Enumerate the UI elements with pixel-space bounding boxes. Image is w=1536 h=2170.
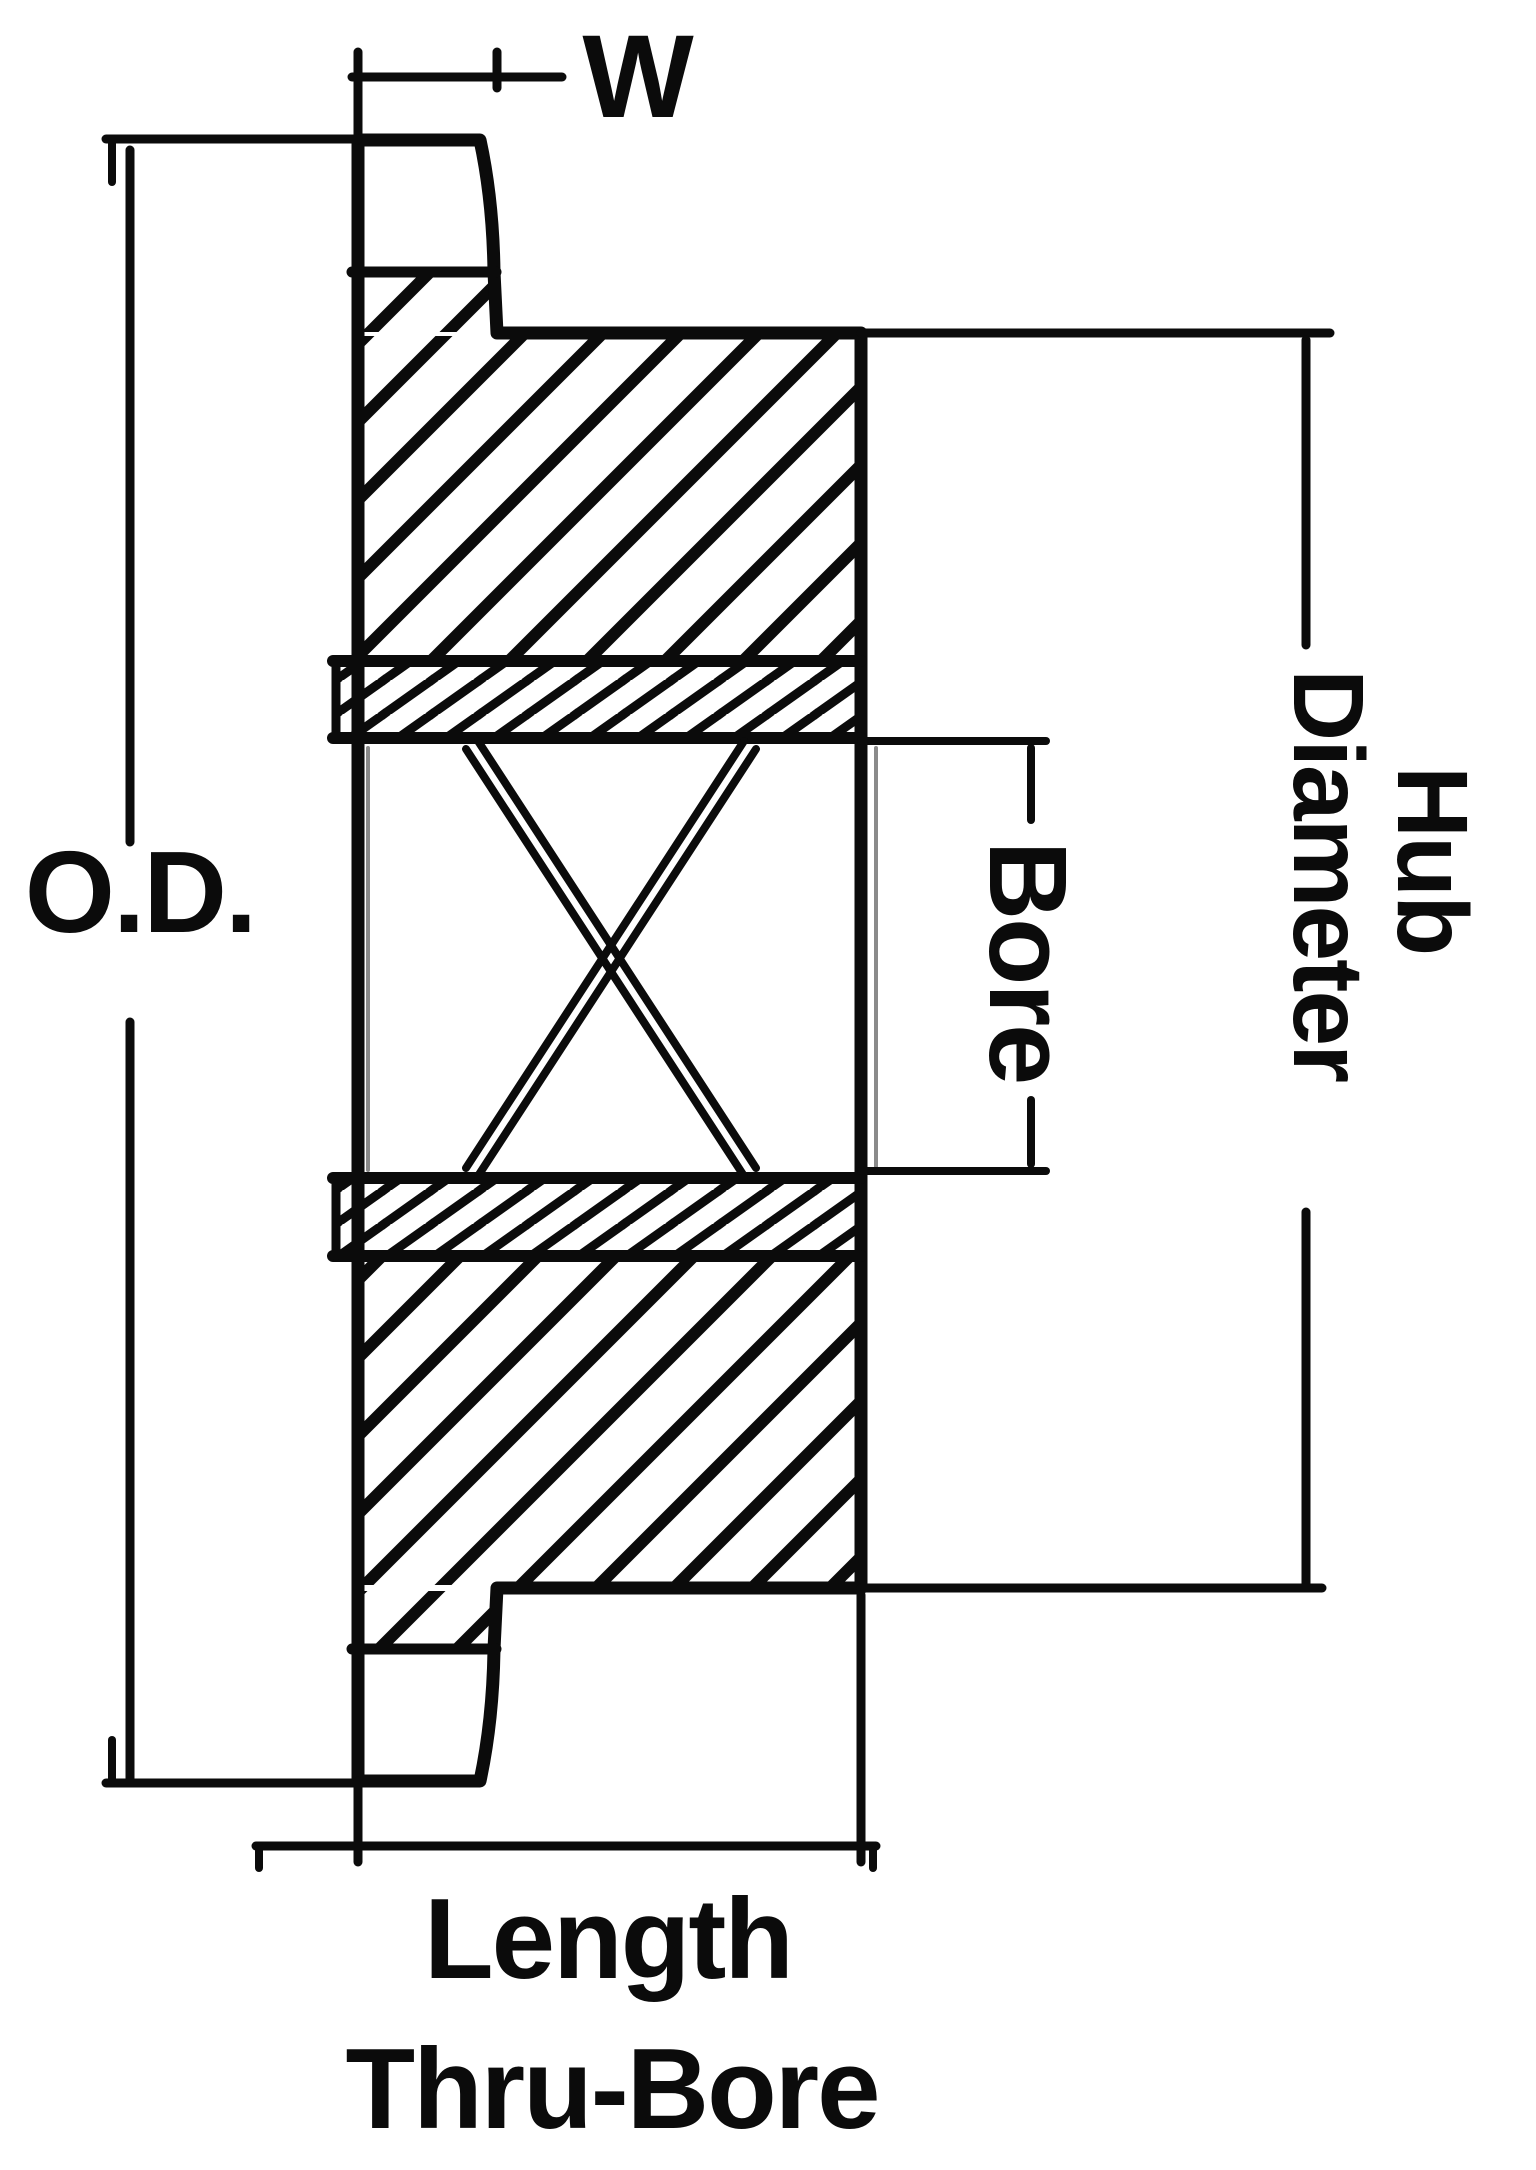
- hub-diameter-label-line2: Diameter: [1272, 669, 1384, 1082]
- w-dimension: [347, 47, 567, 145]
- length-thru-bore-label-line2: Thru-Bore: [346, 2026, 879, 2153]
- hub-diameter-label: Hub Diameter: [1272, 669, 1488, 1082]
- part-outline-group: [327, 133, 878, 1788]
- hatch-lower-plate-hub: [352, 1259, 857, 1585]
- length-thru-bore-label-line1: Length: [424, 1876, 792, 2003]
- od-dimension: [101, 134, 363, 1788]
- length-thru-bore-dimension: [251, 1590, 881, 1872]
- hub-diameter-label-line1: Hub: [1376, 766, 1488, 954]
- hatch-upper-plate-hub: [352, 336, 857, 657]
- length-thru-bore-label: Length Thru-Bore: [346, 1876, 881, 2153]
- tooth-width-label: W: [582, 11, 694, 143]
- outer-diameter-label: O.D.: [25, 827, 255, 957]
- dimension-lines-group: [101, 47, 1335, 1872]
- hatch-upper-tooth-neck: [352, 274, 494, 332]
- hatch-lower-keyway-band: [337, 1181, 857, 1253]
- bore-x-mark: [462, 737, 760, 1180]
- hub-diameter-dimension: [856, 328, 1335, 1593]
- section-hatching: [337, 274, 857, 1646]
- hatch-lower-tooth-neck: [352, 1591, 494, 1646]
- hatch-upper-keyway-band: [337, 664, 857, 735]
- bore-label: Bore: [966, 841, 1089, 1084]
- bore-dimension: [857, 737, 1050, 1175]
